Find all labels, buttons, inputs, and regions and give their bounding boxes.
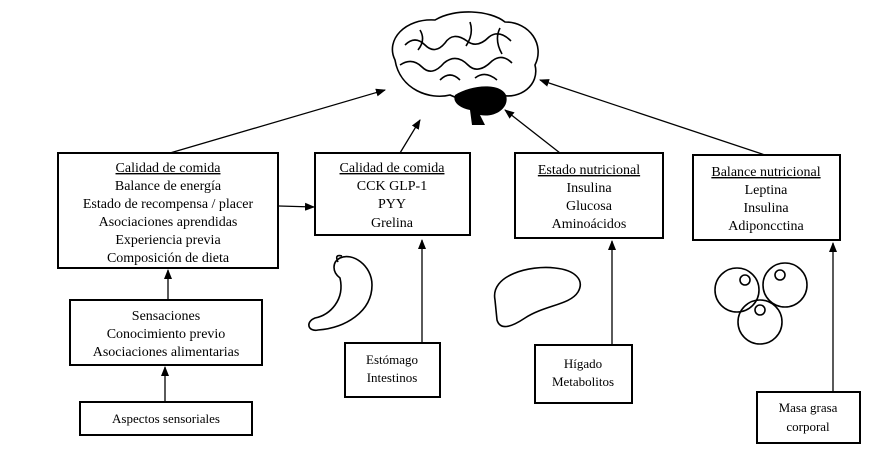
box-line: Leptina xyxy=(745,183,789,198)
box-line: Grelina xyxy=(371,216,414,231)
box-title: Estado nutricional xyxy=(538,163,640,178)
box-line: Estómago xyxy=(366,352,418,367)
liver-icon xyxy=(493,266,581,328)
box-line: PYY xyxy=(378,197,406,212)
box-line: Insulina xyxy=(566,181,612,196)
box-line: Balance de energía xyxy=(115,179,222,194)
box-food-quality: Calidad de comida Balance de energía Est… xyxy=(57,152,279,269)
fat-cells-icon xyxy=(714,262,808,345)
brain-icon xyxy=(391,11,539,125)
box-line: Conocimiento previo xyxy=(107,327,226,342)
stomach-icon xyxy=(308,254,373,332)
box-title: Calidad de comida xyxy=(116,161,222,176)
box-line: Aspectos sensoriales xyxy=(112,411,220,426)
box-line: Sensaciones xyxy=(132,309,200,324)
box-sensations: Sensaciones Conocimiento previo Asociaci… xyxy=(69,299,263,366)
box-line: Aminoácidos xyxy=(552,217,627,232)
box-sensory: Aspectos sensoriales xyxy=(79,401,253,436)
box-nutritional-state: Estado nutricional Insulina Glucosa Amin… xyxy=(514,152,664,239)
box-title: Balance nutricional xyxy=(711,165,820,180)
box-line: Hígado xyxy=(564,356,602,371)
box-fat-mass: Masa grasa corporal xyxy=(756,391,861,444)
box-line: Adiponcctina xyxy=(728,219,804,234)
box-line: Estado de recompensa / placer xyxy=(83,197,254,212)
box-line: Metabolitos xyxy=(552,374,614,389)
box-line: Asociaciones aprendidas xyxy=(99,215,238,230)
box-line: Glucosa xyxy=(566,199,613,214)
arrows xyxy=(161,79,837,402)
box-line: corporal xyxy=(786,419,830,434)
box-line: Insulina xyxy=(743,201,789,216)
box-line: Intestinos xyxy=(367,370,418,385)
box-line: CCK GLP-1 xyxy=(357,179,427,194)
box-nutritional-balance: Balance nutricional Leptina Insulina Adi… xyxy=(692,154,841,241)
box-line: Experiencia previa xyxy=(115,233,221,248)
box-line: Composición de dieta xyxy=(107,251,230,266)
box-stomach: Estómago Intestinos xyxy=(344,342,441,398)
box-title: Calidad de comida xyxy=(340,161,446,176)
box-line: Asociaciones alimentarias xyxy=(93,345,240,360)
box-line: Masa grasa xyxy=(779,400,838,415)
box-gut-signals: Calidad de comida CCK GLP-1 PYY Grelina xyxy=(314,152,471,236)
box-liver: Hígado Metabolitos xyxy=(534,344,633,404)
